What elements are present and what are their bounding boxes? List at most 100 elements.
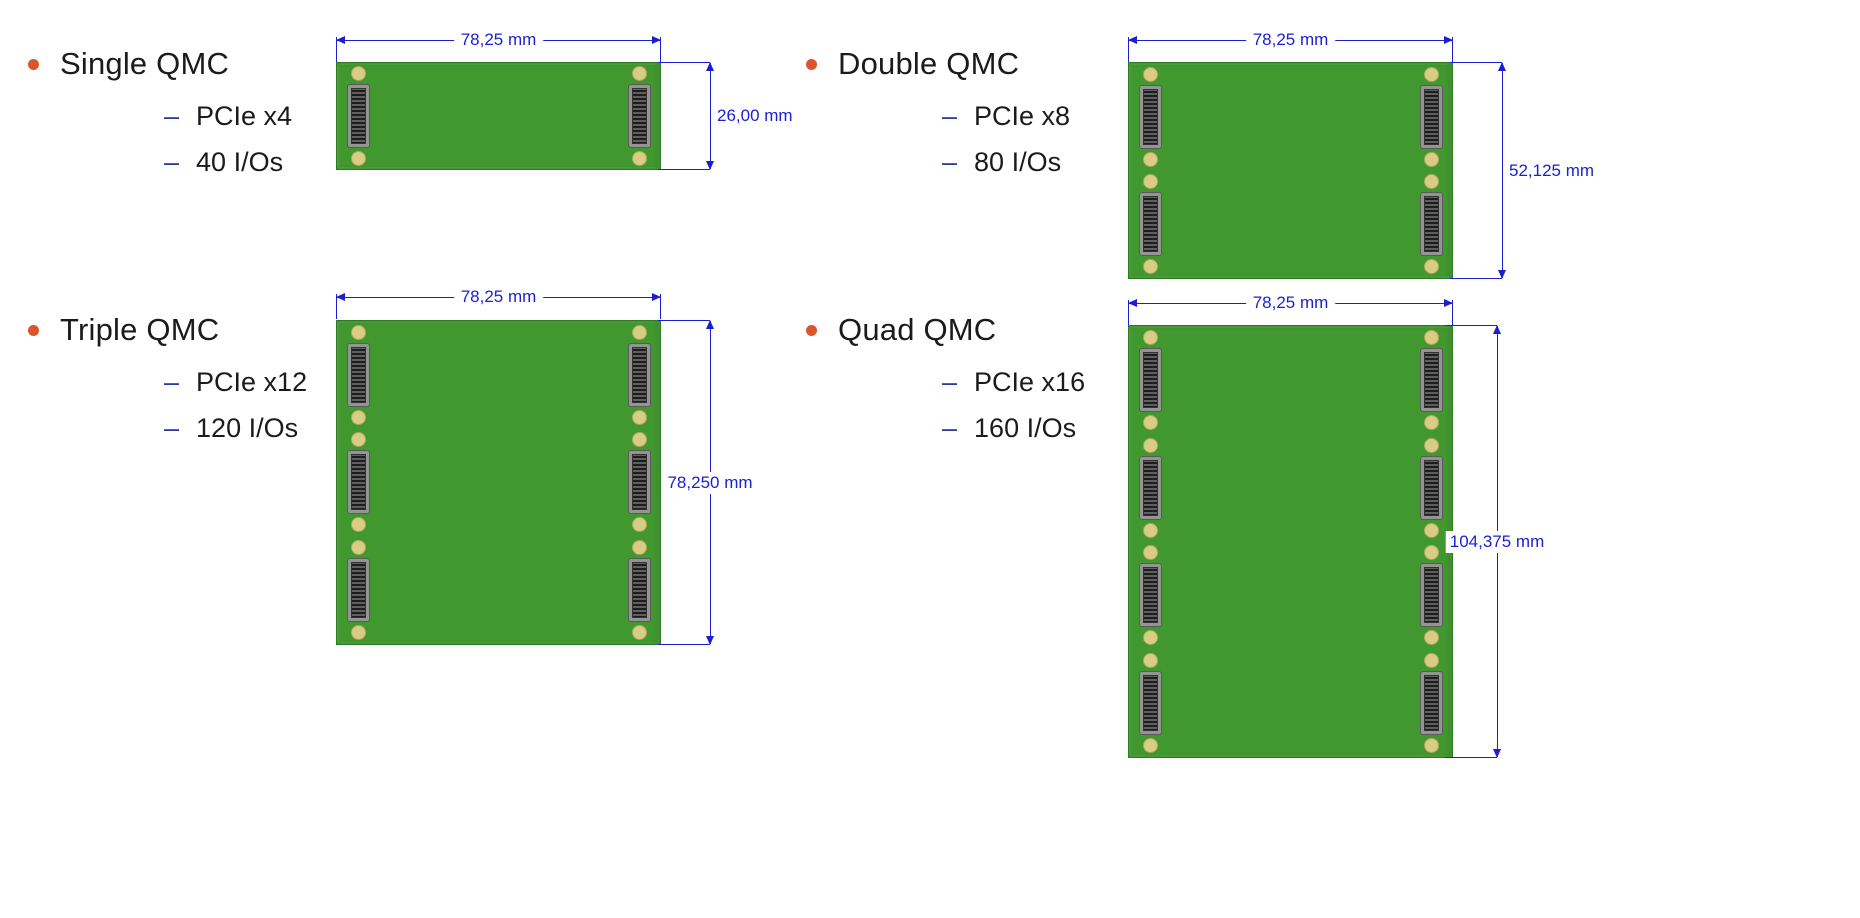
arrow-down-icon: [706, 636, 714, 645]
gold-pad: [1142, 630, 1158, 646]
width-dimension: 78,25 mm: [336, 287, 661, 319]
connector-body: [1420, 193, 1442, 256]
section-title-row: Quad QMC: [802, 310, 1085, 350]
connector-body: [1139, 564, 1161, 627]
gold-pad: [631, 324, 647, 340]
gold-pad: [350, 324, 366, 340]
sub-bullet-label: 80 I/Os: [974, 147, 1062, 177]
extension-tick: [1452, 300, 1453, 325]
section-triple-qmc: Triple QMC – PCIe x12 – 120 I/Os: [24, 310, 307, 445]
extension-tick: [1450, 62, 1502, 63]
mezzanine-connector: [1420, 437, 1442, 538]
left-connector-column: [1132, 63, 1168, 278]
mezzanine-connector: [628, 324, 650, 425]
sub-bullet: – PCIe x8: [942, 100, 1070, 133]
sub-bullet-dash-icon: –: [942, 101, 958, 131]
connector-body: [1420, 564, 1442, 627]
connector-body: [1420, 348, 1442, 411]
extension-tick: [660, 37, 661, 62]
right-connector-column: [1413, 326, 1449, 757]
gold-pad: [631, 66, 647, 81]
extension-tick: [658, 169, 710, 170]
extension-tick: [1128, 37, 1129, 62]
gold-pad: [1423, 630, 1439, 646]
extension-tick: [336, 294, 337, 319]
arrow-left-icon: [1128, 299, 1137, 307]
height-dimension: 78,250 mm: [658, 320, 757, 645]
sub-bullet-dash-icon: –: [164, 413, 180, 443]
mezzanine-connector: [1139, 437, 1161, 538]
mezzanine-connector: [628, 540, 650, 641]
connector-body: [1139, 85, 1161, 148]
mezzanine-connector: [1139, 66, 1161, 167]
gold-pad: [1423, 738, 1439, 754]
connector-body: [1139, 456, 1161, 519]
pcb-board-quad: [1128, 325, 1453, 758]
bullet-dot-icon: [28, 58, 39, 70]
connector-body: [347, 85, 369, 147]
height-dimension-label: 104,375 mm: [1445, 530, 1549, 553]
sub-bullet-dash-icon: –: [942, 367, 958, 397]
extension-tick: [660, 294, 661, 319]
arrow-down-icon: [1493, 749, 1501, 758]
gold-pad: [1142, 437, 1158, 453]
gold-pad: [350, 409, 366, 425]
width-dimension-label: 78,25 mm: [453, 30, 544, 50]
connector-body: [347, 451, 369, 514]
pcb-board-single: [336, 62, 661, 170]
sub-bullet-label: 40 I/Os: [196, 147, 284, 177]
gold-pad: [350, 540, 366, 556]
gold-pad: [1142, 151, 1158, 167]
mezzanine-connector: [1420, 653, 1442, 754]
mezzanine-connector: [347, 432, 369, 533]
extension-tick: [1452, 37, 1453, 62]
sub-bullet: – PCIe x16: [942, 366, 1085, 399]
arrow-up-icon: [1493, 325, 1501, 334]
arrow-up-icon: [706, 320, 714, 329]
mezzanine-connector: [1139, 545, 1161, 646]
sub-bullet: – 120 I/Os: [164, 412, 307, 445]
extension-tick: [658, 644, 710, 645]
arrow-left-icon: [1128, 36, 1137, 44]
gold-pad: [1423, 437, 1439, 453]
sub-bullet-list: – PCIe x8 – 80 I/Os: [942, 100, 1070, 179]
gold-pad: [1142, 738, 1158, 754]
gold-pad: [631, 151, 647, 166]
height-dimension: 104,375 mm: [1445, 325, 1549, 758]
bullet-dot-icon: [806, 324, 817, 336]
section-title-row: Triple QMC: [24, 310, 307, 350]
connector-body: [1139, 672, 1161, 735]
mezzanine-connector: [1420, 174, 1442, 275]
gold-pad: [1142, 259, 1158, 275]
gold-pad: [350, 625, 366, 641]
connector-body: [628, 343, 650, 406]
sub-bullet-list: – PCIe x4 – 40 I/Os: [164, 100, 292, 179]
connector-body: [628, 559, 650, 622]
pcb-board-double: [1128, 62, 1453, 279]
gold-pad: [1142, 522, 1158, 538]
right-connector-column: [621, 63, 657, 169]
gold-pad: [631, 540, 647, 556]
pcb-board-triple: [336, 320, 661, 645]
mezzanine-connector: [347, 324, 369, 425]
gold-pad: [350, 517, 366, 533]
sub-bullet-dash-icon: –: [164, 147, 180, 177]
width-dimension-label: 78,25 mm: [453, 287, 544, 307]
height-dimension-label: 52,125 mm: [1505, 159, 1599, 182]
extension-tick: [658, 320, 710, 321]
extension-tick: [336, 37, 337, 62]
gold-pad: [631, 432, 647, 448]
extension-tick: [1450, 278, 1502, 279]
gold-pad: [631, 517, 647, 533]
height-dimension: 26,00 mm: [658, 62, 797, 170]
sub-bullet-label: PCIe x4: [196, 101, 293, 131]
connector-body: [1139, 348, 1161, 411]
mezzanine-connector: [1420, 66, 1442, 167]
arrow-right-icon: [652, 293, 661, 301]
gold-pad: [1423, 545, 1439, 561]
right-connector-column: [1413, 63, 1449, 278]
left-connector-column: [1132, 326, 1168, 757]
section-quad-qmc: Quad QMC – PCIe x16 – 160 I/Os: [802, 310, 1085, 445]
sub-bullet: – PCIe x12: [164, 366, 307, 399]
